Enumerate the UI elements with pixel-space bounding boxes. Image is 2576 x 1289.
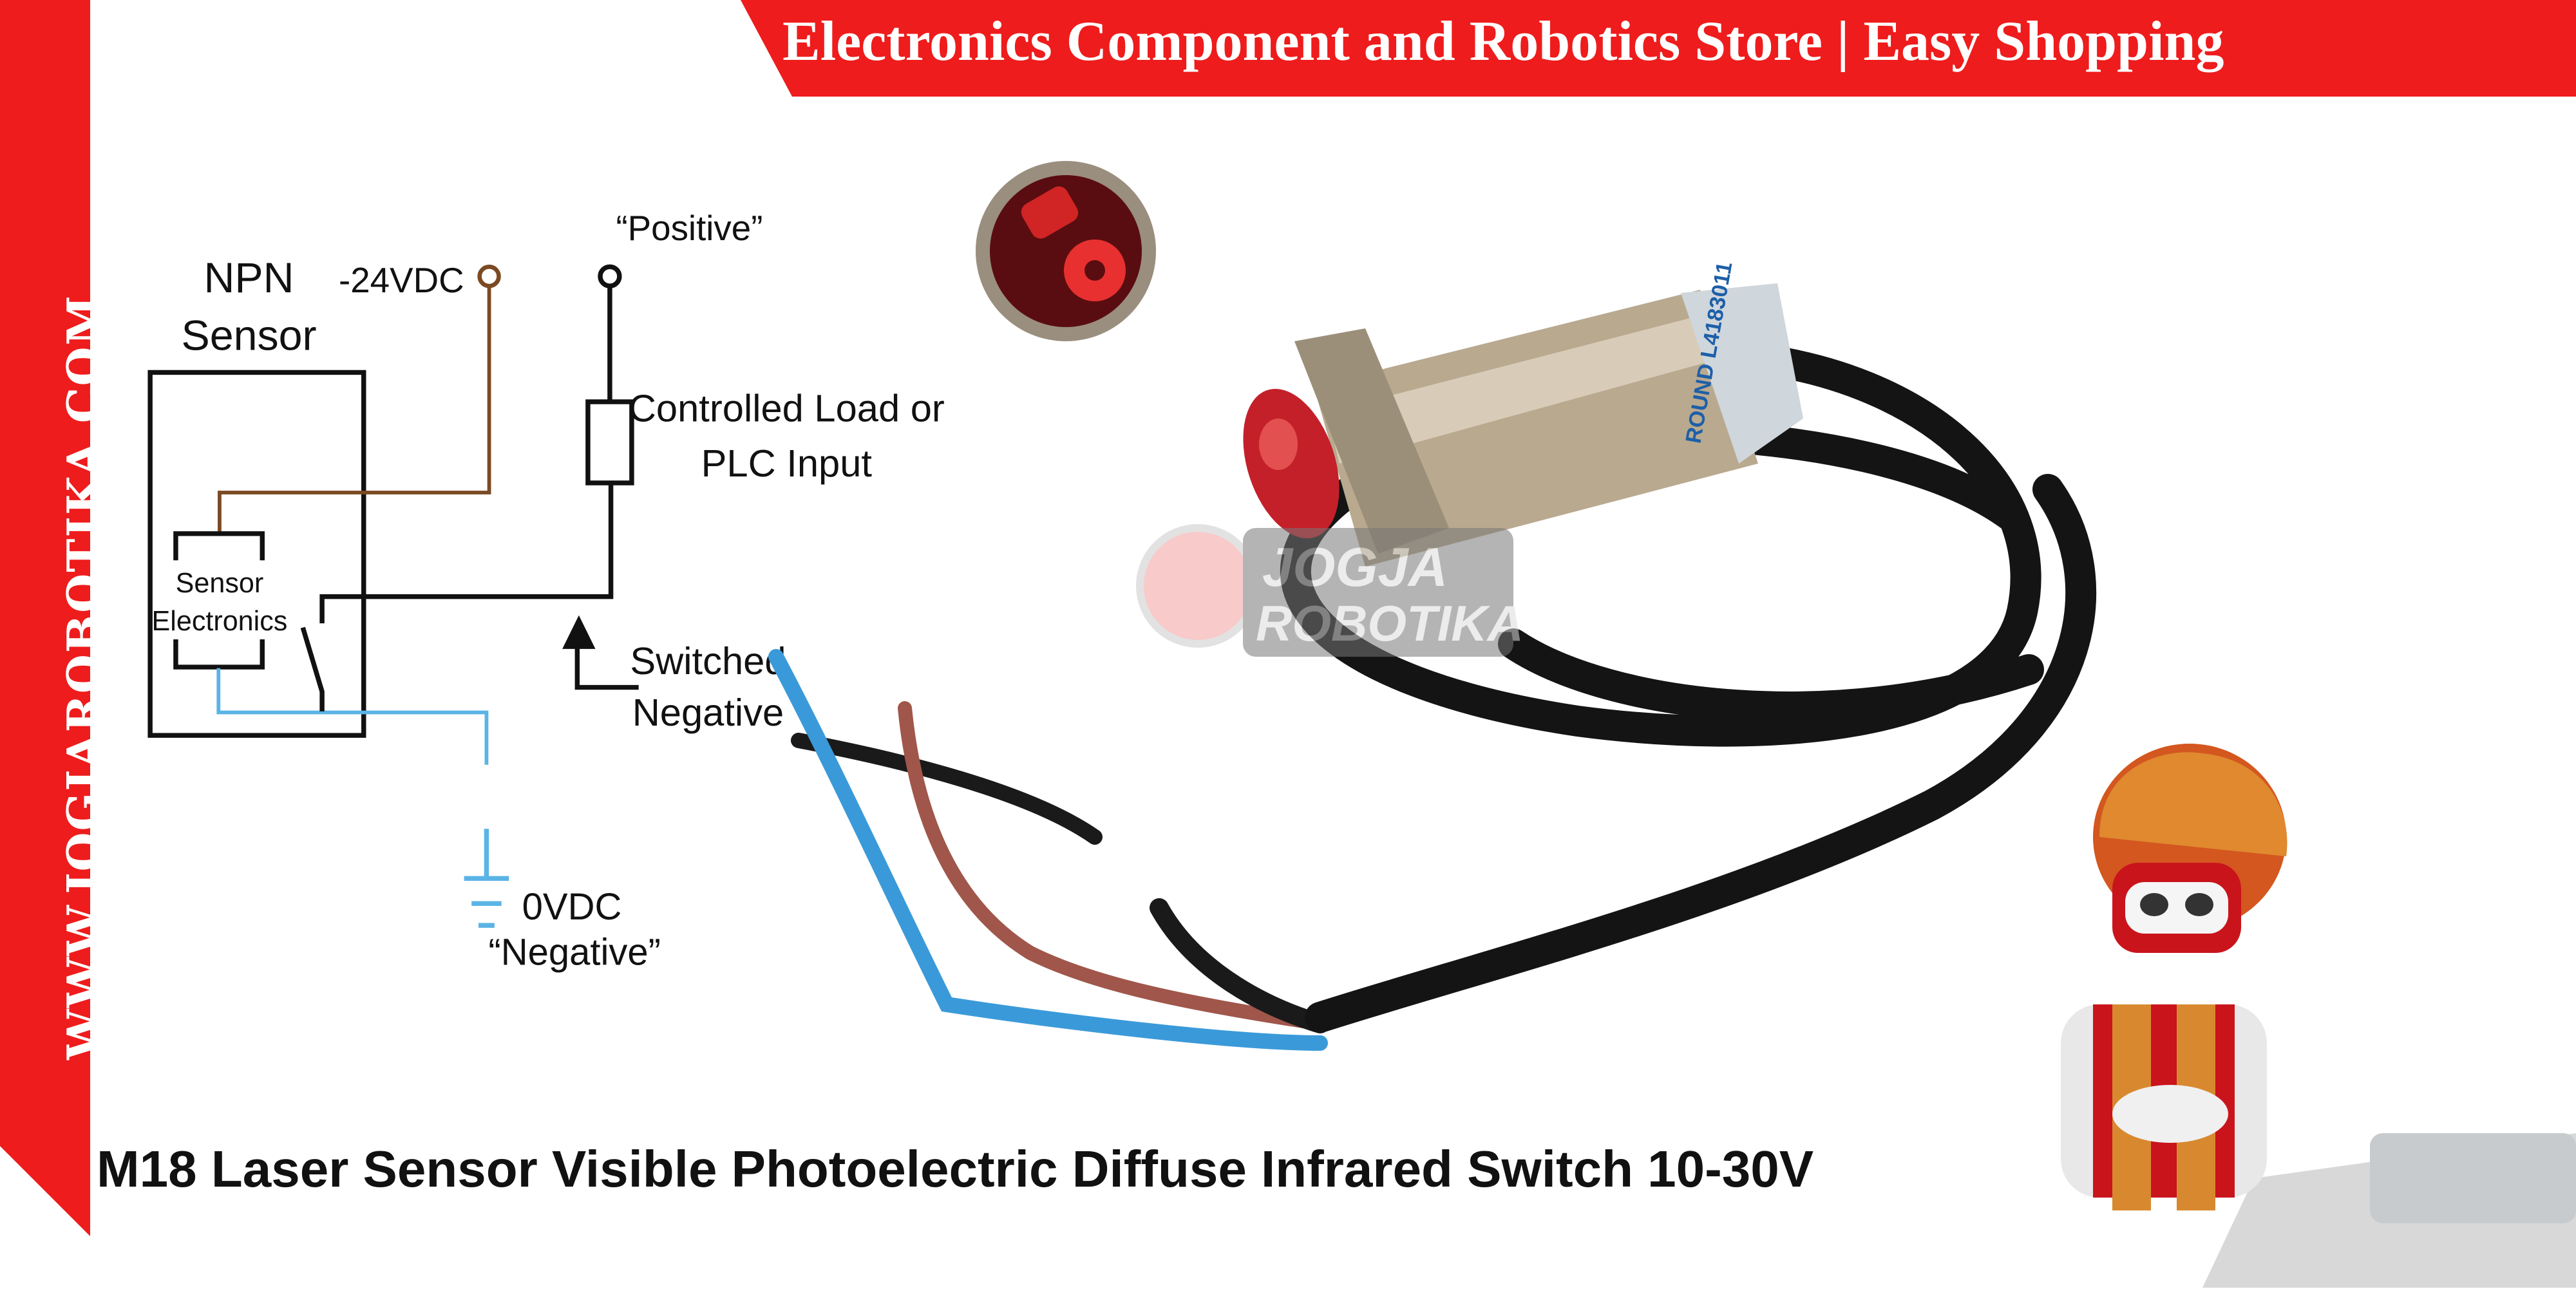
electronics-label-1: Sensor <box>176 568 264 599</box>
watermark-line1: JOGJA <box>1262 537 1448 598</box>
load-label-2: PLC Input <box>701 442 873 485</box>
arrow-stem <box>574 647 639 690</box>
store-tagline: Electronics Component and Robotics Store… <box>782 10 2224 73</box>
wiring-diagram: NPN Sensor -24VDC “Positive” Controlled … <box>147 208 945 974</box>
brown-wire <box>218 287 491 533</box>
arrow-icon <box>562 615 596 649</box>
electronics-label-2: Electronics <box>152 606 288 637</box>
robot-mascot <box>2061 744 2576 1288</box>
electronics-bracket-bottom <box>173 639 265 670</box>
supply-label: -24VDC <box>339 260 464 300</box>
top-banner <box>741 0 2576 97</box>
supply-terminal <box>477 264 501 288</box>
product-title: M18 Laser Sensor Visible Photoelectric D… <box>97 1140 1814 1198</box>
ground-label-1: 0VDC <box>522 886 622 928</box>
ground-label-2: “Negative” <box>488 932 661 974</box>
blue-wire-end <box>768 649 1328 1051</box>
watermark-line2: ROBOTIKA <box>1256 595 1524 652</box>
brown-wire-end <box>898 701 1327 1031</box>
sensor-box <box>147 370 366 738</box>
ground-symbol <box>464 829 509 928</box>
positive-label: “Positive” <box>616 208 762 248</box>
blue-wire <box>216 668 489 765</box>
watermark-logo: JOGJA ROBOTIKA <box>1136 524 1524 657</box>
website-url[interactable]: WWW.JOGJAROBOTIKA.COM <box>57 294 111 1060</box>
sensor-title-1: NPN <box>204 254 294 302</box>
electronics-bracket-top <box>173 531 265 561</box>
sensor-title-2: Sensor <box>181 312 316 360</box>
load-label-1: Controlled Load or <box>629 387 945 430</box>
side-banner <box>0 0 90 1236</box>
cable-end <box>1150 898 1330 1033</box>
black-wire <box>791 733 1103 845</box>
switch-blade <box>300 626 325 711</box>
switched-label-1: Switched <box>630 639 786 682</box>
sensor-body: ROUND L4183011 <box>1243 260 1803 567</box>
switch-contact <box>319 484 614 624</box>
positive-terminal <box>598 264 622 288</box>
loose-wires <box>768 649 1330 1051</box>
switched-label-2: Negative <box>632 691 784 734</box>
load-symbol <box>585 399 634 485</box>
lens-closeup <box>976 161 1156 341</box>
